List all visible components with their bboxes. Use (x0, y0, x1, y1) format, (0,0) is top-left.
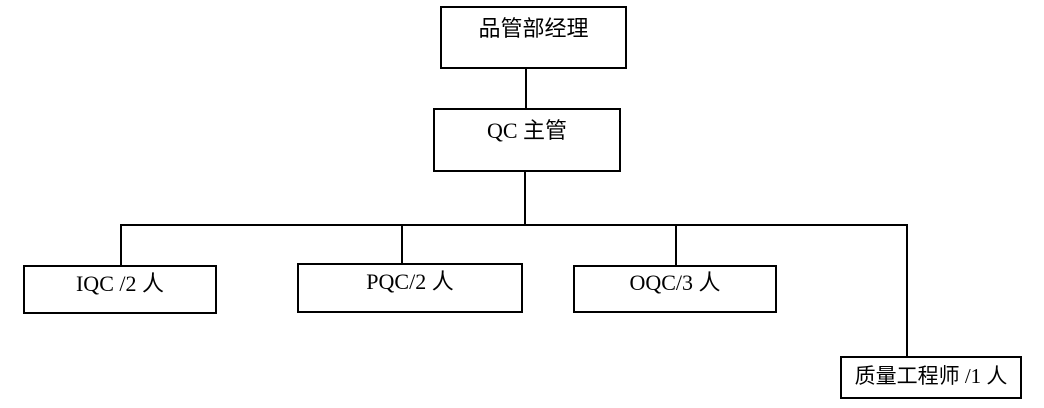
org-node-pqc: PQC/2 人 (297, 263, 523, 313)
org-node-qc-supervisor-label: QC 主管 (486, 118, 568, 143)
connector-drop-oqc (675, 224, 677, 265)
org-node-pqc-label: PQC/2 人 (366, 269, 454, 294)
connector-drop-quality-engineer (906, 224, 908, 356)
org-node-iqc-label: IQC /2 人 (75, 271, 164, 296)
connector-drop-pqc (401, 224, 403, 263)
org-node-iqc: IQC /2 人 (23, 265, 217, 314)
org-node-manager: 品管部经理 (440, 6, 627, 69)
connector-qc-supervisor-stem (524, 172, 526, 224)
connector-horizontal-bus (120, 224, 908, 226)
connector-manager-to-qc-supervisor (525, 69, 527, 108)
connector-drop-iqc (120, 224, 122, 265)
org-node-oqc-label: OQC/3 人 (629, 270, 721, 295)
org-node-oqc: OQC/3 人 (573, 265, 777, 313)
org-node-quality-engineer: 质量工程师 /1 人 (840, 356, 1022, 399)
org-node-qc-supervisor: QC 主管 (433, 108, 621, 172)
org-node-manager-label: 品管部经理 (478, 16, 589, 41)
org-node-quality-engineer-label: 质量工程师 /1 人 (854, 364, 1008, 388)
